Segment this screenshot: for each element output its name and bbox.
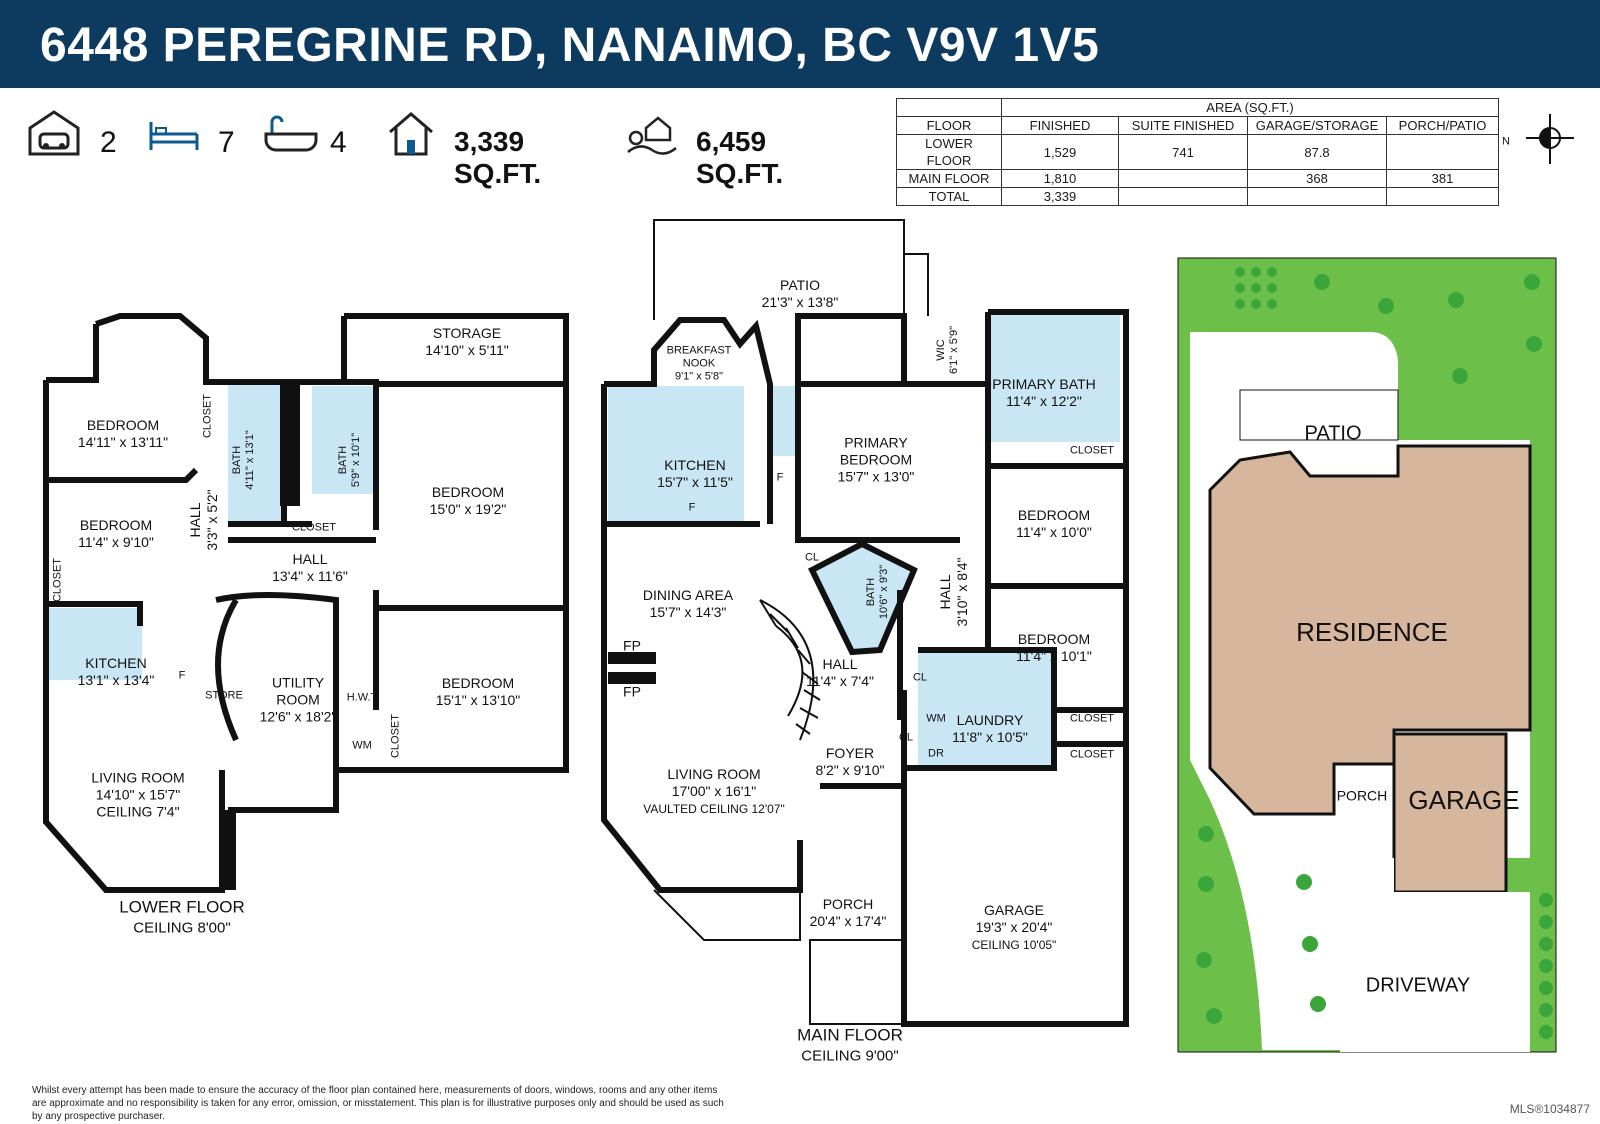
wet-areas <box>46 314 1120 768</box>
main-washer-label: WM <box>926 712 946 725</box>
table-cell: MAIN FLOOR <box>896 169 1002 188</box>
house-icon <box>389 112 433 156</box>
site-driveway-label: DRIVEWAY <box>1365 974 1471 997</box>
fireplace-label: FP <box>623 683 641 700</box>
lower-floor-fills <box>222 382 300 890</box>
compass-north-label: N <box>1502 135 1510 148</box>
mls-number: MLS®1034877 <box>1509 1102 1590 1116</box>
table-cell: 1,529 <box>1001 134 1119 170</box>
compass-icon <box>1526 114 1574 164</box>
lot-area: 6,459 SQ.FT. <box>696 126 784 189</box>
hot-water-tank-label: H.W.T <box>346 691 378 704</box>
lower-closet-label: CLOSET <box>389 713 402 759</box>
lower-floor-walls <box>43 313 569 893</box>
main-floor-fills <box>608 652 656 684</box>
lower-washer-label: WM <box>352 739 372 752</box>
table-cell: 381 <box>1386 169 1499 188</box>
table-header-cell: GARAGE/STORAGE <box>1247 116 1387 135</box>
bathroom-count: 4 <box>330 126 347 159</box>
bed-icon <box>149 122 199 150</box>
title-banner: 6448 PEREGRINE RD, NANAIMO, BC V9V 1V5 <box>0 0 1600 88</box>
lower-closet-label: CLOSET <box>291 521 337 534</box>
tree-markers <box>1196 267 1553 1039</box>
main-closet-label: CLOSET <box>1069 444 1115 457</box>
site-plan <box>1177 257 1557 1053</box>
north-compass: N <box>1502 110 1578 171</box>
main-fridge-label: F <box>776 471 784 484</box>
main-cl-label: CL <box>804 551 820 564</box>
table-cell: 3,339 <box>1001 187 1119 206</box>
property-address: 6448 PEREGRINE RD, NANAIMO, BC V9V 1V5 <box>40 19 1100 72</box>
main-fridge-label: F <box>688 501 696 514</box>
lot-icon <box>627 116 677 155</box>
table-header-row: FLOOR FINISHED SUITE FINISHED GARAGE/STO… <box>896 116 1499 135</box>
garage-count: 2 <box>100 126 117 159</box>
site-patio-label: PATIO <box>1304 422 1362 445</box>
lower-closet-label: CLOSET <box>51 557 64 603</box>
area-table: AREA (SQ.FT.) FLOOR FINISHED SUITE FINIS… <box>896 98 1499 206</box>
staircase <box>759 599 821 741</box>
table-header-cell: SUITE FINISHED <box>1118 116 1248 135</box>
table-cell: 1,810 <box>1001 169 1119 188</box>
table-cell <box>1386 187 1499 206</box>
site-residence-label: RESIDENCE <box>1296 617 1448 647</box>
main-dryer-label: DR <box>928 747 944 760</box>
garage-icon <box>28 110 80 156</box>
table-row: MAIN FLOOR 1,810 368 381 <box>896 169 1499 188</box>
bedroom-count: 7 <box>218 126 235 159</box>
table-cell: TOTAL <box>896 187 1002 206</box>
lower-fridge-label: F <box>178 669 186 682</box>
table-row: LOWER FLOOR 1,529 741 87.8 <box>896 134 1499 170</box>
lower-store-label: STORE <box>205 689 243 702</box>
main-floor-thin-lines <box>653 219 929 1025</box>
main-floor-walls <box>601 309 1129 1027</box>
lower-closet-label: CLOSET <box>201 393 214 439</box>
site-porch-label: PORCH <box>1336 787 1388 804</box>
main-cl-label: CL <box>898 731 914 744</box>
main-closet-label: CLOSET <box>1069 748 1115 761</box>
main-cl-label: CL <box>912 671 928 684</box>
disclaimer-text: Whilst every attempt has been made to en… <box>32 1085 724 1122</box>
main-closet-label: CLOSET <box>1069 712 1115 725</box>
table-cell: LOWER FLOOR <box>896 134 1002 170</box>
table-row: TOTAL 3,339 <box>896 187 1499 206</box>
site-garage-label: GARAGE <box>1408 785 1520 815</box>
table-cell <box>1386 134 1499 170</box>
fireplace-label: FP <box>623 637 641 654</box>
interior-area: 3,339 SQ.FT. <box>454 126 542 189</box>
bathtub-icon <box>264 115 318 152</box>
